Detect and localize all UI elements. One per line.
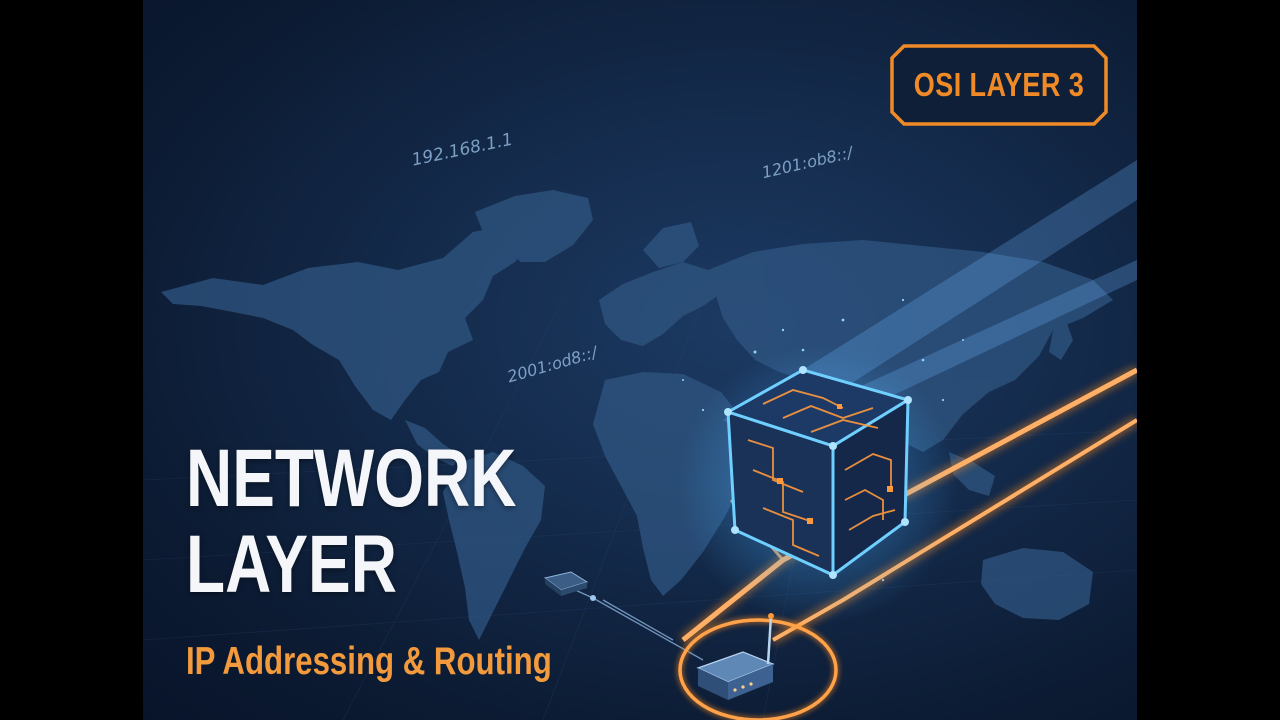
router-icon [696, 613, 775, 700]
badge-label: OSI LAYER 3 [913, 66, 1085, 103]
link-lines [552, 579, 704, 661]
network-cube-icon [724, 366, 912, 579]
title-line-1: NETWORK [186, 433, 517, 524]
switch-icon [543, 571, 596, 601]
osi-layer-badge: OSI LAYER 3 [890, 44, 1108, 126]
world-map-background [143, 160, 1137, 720]
router-ring [676, 616, 840, 720]
title-line-2: LAYER [186, 519, 397, 610]
network-layer-poster: 192.168.1.1 1201:ob8::/ 2001:od8::/ OSI … [143, 0, 1137, 720]
subtitle: IP Addressing & Routing [186, 640, 552, 683]
continents [161, 190, 1113, 640]
page-title: NETWORK LAYER [186, 436, 516, 608]
